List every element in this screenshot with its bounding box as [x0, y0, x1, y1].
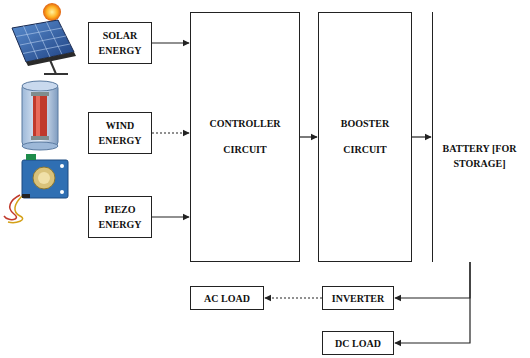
- flow-arrow: [300, 136, 317, 137]
- source-box: SOLAR ENERGY: [88, 22, 152, 64]
- flow-arrow: [395, 262, 470, 298]
- load-box: AC LOAD: [190, 286, 264, 310]
- wind-generator-icon: [22, 81, 58, 150]
- storage-box: BATTERY [FOR STORAGE]: [432, 12, 524, 262]
- flow-arrow: [152, 132, 189, 133]
- flow-arrow: [395, 262, 470, 343]
- process-box: CONTROLLER CIRCUIT: [190, 12, 300, 262]
- box-label: PIEZO ENERGY: [94, 202, 146, 232]
- solar-panel-icon: [12, 3, 76, 74]
- flow-arrow: [265, 297, 322, 298]
- box-label: SOLAR ENERGY: [94, 28, 146, 58]
- box-label: CONTROLLER CIRCUIT: [196, 111, 294, 163]
- box-label: WIND ENERGY: [94, 118, 146, 148]
- load-box: DC LOAD: [322, 331, 394, 355]
- box-label: AC LOAD: [204, 291, 250, 306]
- process-box: INVERTER: [322, 286, 394, 310]
- source-box: PIEZO ENERGY: [88, 196, 152, 238]
- box-label: DC LOAD: [335, 336, 381, 351]
- flow-arrow: [412, 136, 431, 137]
- process-box: BOOSTER CIRCUIT: [318, 12, 412, 262]
- flow-arrow: [152, 42, 189, 43]
- box-label: INVERTER: [332, 291, 384, 306]
- flow-arrow: [152, 216, 189, 217]
- piezo-sensor-icon: [4, 154, 68, 223]
- box-label: BOOSTER CIRCUIT: [324, 111, 406, 163]
- source-box: WIND ENERGY: [88, 112, 152, 154]
- box-label: BATTERY [FOR STORAGE]: [439, 141, 520, 171]
